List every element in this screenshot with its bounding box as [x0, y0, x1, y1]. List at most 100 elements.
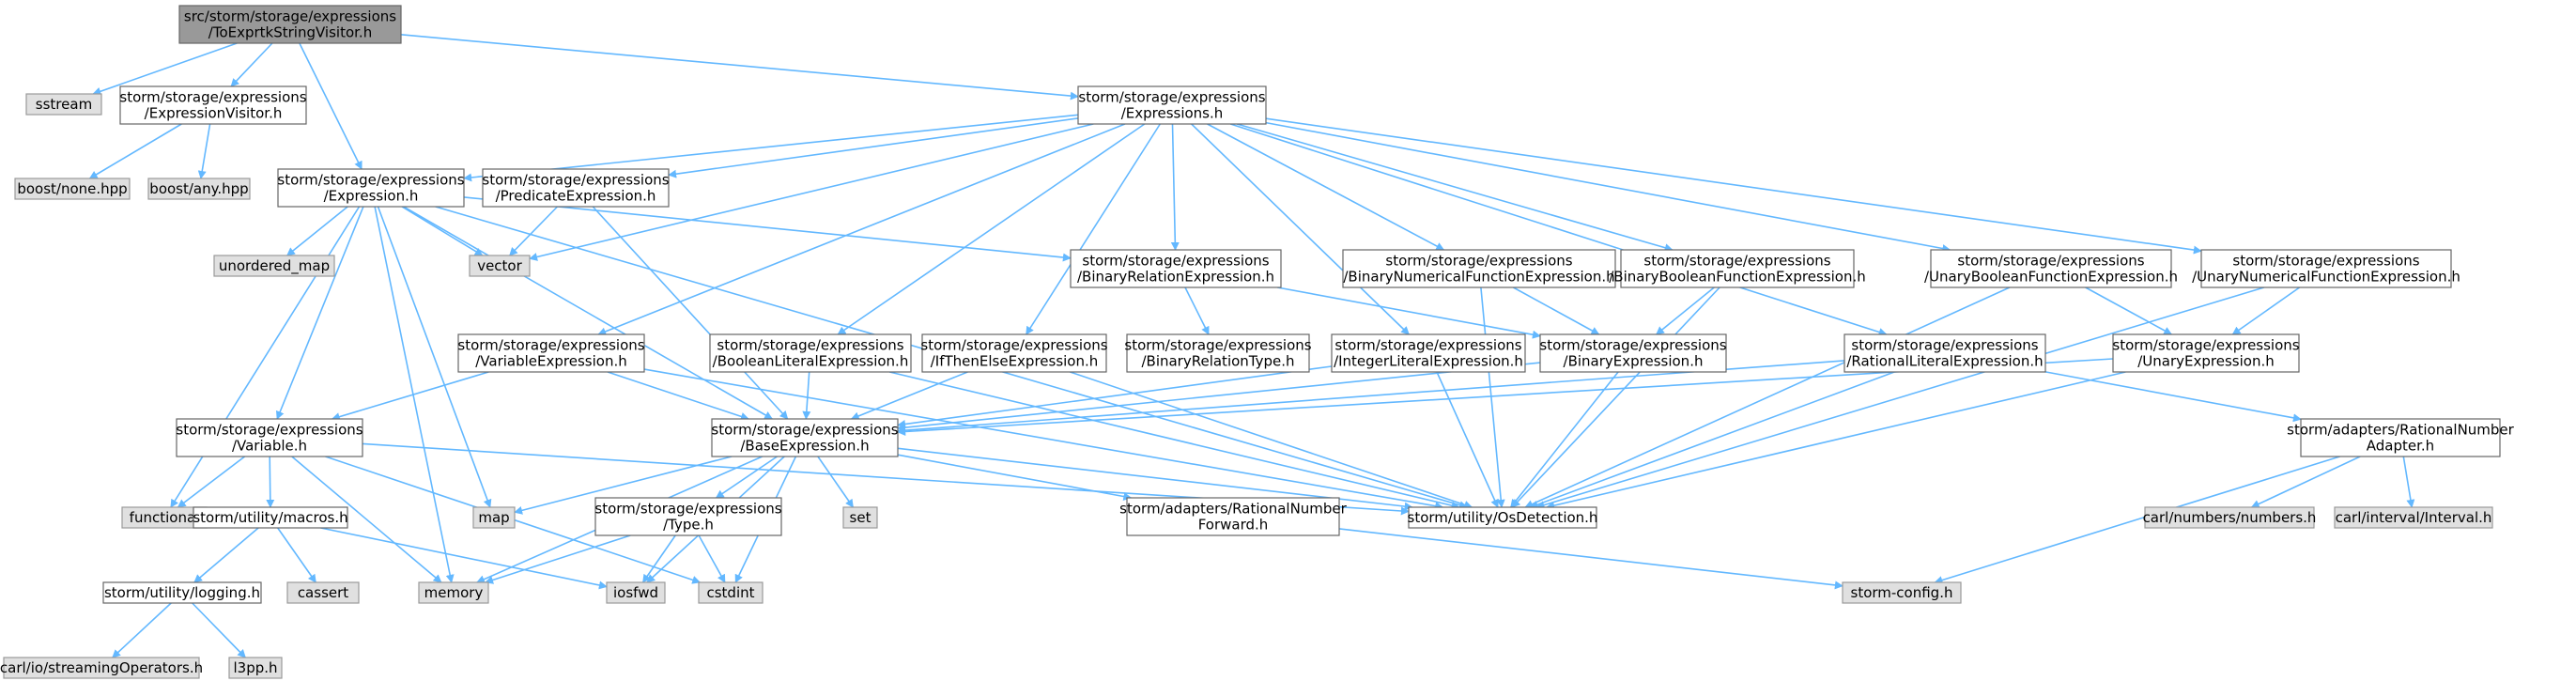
- node-typeh[interactable]: storm/storage/expressions/Type.h: [594, 497, 782, 536]
- node-binbool[interactable]: storm/storage/expressions/BinaryBooleanF…: [1609, 249, 1866, 288]
- node-sstream[interactable]: sstream: [25, 93, 102, 116]
- edge-expression-to-variable: [275, 206, 364, 420]
- node-label: storm/utility/OsDetection.h: [1408, 509, 1598, 526]
- node-functional[interactable]: functional: [121, 506, 208, 529]
- node-box: [277, 168, 465, 208]
- node-label: storm/storage/expressions: [2112, 337, 2299, 354]
- node-label: l3pp.h: [233, 659, 277, 676]
- node-ratlit[interactable]: storm/storage/expressions/RationalLitera…: [1843, 333, 2046, 373]
- node-box: [1620, 249, 1855, 288]
- node-carlinterval[interactable]: carl/interval/Interval.h: [2334, 506, 2493, 529]
- node-label: storm/storage/expressions: [711, 422, 898, 439]
- edge-varexpr-to-baseexpr: [607, 371, 749, 421]
- edge-expressions-to-expression: [463, 114, 1079, 182]
- node-cassert[interactable]: cassert: [286, 581, 360, 604]
- node-label: storm-config.h: [1851, 584, 1953, 601]
- node-root[interactable]: src/storm/storage/expressions/ToExprtkSt…: [178, 5, 402, 44]
- edge-binbool-to-binexpr: [1656, 286, 1715, 335]
- node-baseexpr[interactable]: storm/storage/expressions/BaseExpression…: [711, 418, 899, 457]
- node-box: [921, 333, 1107, 373]
- node-label: /Expression.h: [324, 188, 419, 205]
- node-label: unordered_map: [219, 257, 330, 275]
- node-label: /BinaryExpression.h: [1564, 353, 1704, 370]
- node-box: [1408, 506, 1597, 529]
- node-label: storm/storage/expressions: [1385, 253, 1572, 270]
- edge-expression-to-map: [377, 206, 492, 508]
- node-stormconfig[interactable]: storm-config.h: [1842, 581, 1962, 604]
- node-unbool[interactable]: storm/storage/expressions/UnaryBooleanFu…: [1924, 249, 2178, 288]
- edge-binnum-to-binexpr: [1513, 286, 1600, 335]
- node-iosfwd[interactable]: iosfwd: [606, 581, 666, 604]
- edge-expressions-to-ratlit: [1230, 123, 1888, 336]
- edges-layer: [88, 34, 2415, 658]
- node-expressions[interactable]: storm/storage/expressions/Expressions.h: [1077, 85, 1267, 125]
- node-map[interactable]: map: [472, 506, 516, 529]
- node-box: [102, 581, 262, 604]
- node-memory[interactable]: memory: [418, 581, 489, 604]
- node-box: [1126, 497, 1340, 536]
- node-box: [469, 255, 531, 277]
- node-logging[interactable]: storm/utility/logging.h: [102, 581, 262, 604]
- node-label: /Variable.h: [232, 438, 307, 455]
- node-box: [1331, 333, 1526, 373]
- node-macros[interactable]: storm/utility/macros.h: [193, 506, 348, 529]
- node-unordered_map[interactable]: unordered_map: [213, 255, 335, 277]
- node-box: [119, 85, 307, 125]
- node-predicate[interactable]: storm/storage/expressions/PredicateExpre…: [482, 168, 670, 208]
- node-label: sstream: [36, 96, 92, 113]
- node-label: storm/storage/expressions: [119, 89, 306, 106]
- node-label: /PredicateExpression.h: [496, 188, 656, 205]
- node-label: storm/storage/expressions: [1957, 253, 2144, 270]
- node-box: [2112, 333, 2300, 373]
- edge-boollit-to-baseexpr: [802, 371, 811, 420]
- node-binnum[interactable]: storm/storage/expressions/BinaryNumerica…: [1342, 249, 1616, 288]
- edge-expressions-to-unnum: [1265, 117, 2202, 255]
- edge-logging-to-carlio: [112, 602, 172, 658]
- node-vector[interactable]: vector: [469, 255, 531, 277]
- node-label: cassert: [298, 584, 348, 601]
- edge-ifthen-to-baseexpr: [850, 371, 968, 421]
- node-label: storm/storage/expressions: [1643, 253, 1830, 270]
- node-boostany[interactable]: boost/any.hpp: [147, 178, 251, 200]
- node-set[interactable]: set: [842, 506, 878, 529]
- node-expression[interactable]: storm/storage/expressions/Expression.h: [277, 168, 465, 208]
- node-boostnone[interactable]: boost/none.hpp: [14, 178, 131, 200]
- node-label: /Type.h: [663, 517, 714, 534]
- node-label: /BooleanLiteralExpression.h: [713, 353, 909, 370]
- node-box: [1843, 333, 2046, 373]
- node-cstdint[interactable]: cstdint: [698, 581, 764, 604]
- node-carlio[interactable]: carl/io/streamingOperators.h: [0, 657, 203, 679]
- node-box: [25, 93, 102, 116]
- node-varexpr[interactable]: storm/storage/expressions/VariableExpres…: [457, 333, 645, 373]
- edge-ratfwd-to-stormconfig: [1338, 528, 1843, 590]
- node-variable[interactable]: storm/storage/expressions/Variable.h: [176, 418, 363, 457]
- node-label: storm/storage/expressions: [1334, 337, 1521, 354]
- node-box: [2300, 418, 2501, 457]
- node-label: storm/adapters/RationalNumber: [1119, 501, 1347, 518]
- node-box: [457, 333, 645, 373]
- edge-typeh-to-memory: [485, 534, 631, 584]
- node-label: memory: [424, 584, 484, 601]
- node-box: [1070, 249, 1282, 288]
- node-osdet[interactable]: storm/utility/OsDetection.h: [1408, 506, 1598, 529]
- edge-baseexpr-to-set: [817, 456, 855, 508]
- node-unnum[interactable]: storm/storage/expressions/UnaryNumerical…: [2192, 249, 2460, 288]
- edge-varexpr-to-osdet: [643, 368, 1444, 511]
- node-binreltype[interactable]: storm/storage/expressions/BinaryRelation…: [1124, 333, 1312, 373]
- edge-binexpr-to-baseexpr: [897, 362, 1541, 432]
- node-l3pp[interactable]: l3pp.h: [228, 657, 283, 679]
- node-carlnumbers[interactable]: carl/numbers/numbers.h: [2143, 506, 2317, 529]
- node-exprvisitor[interactable]: storm/storage/expressions/ExpressionVisi…: [119, 85, 307, 125]
- node-intlit[interactable]: storm/storage/expressions/IntegerLiteral…: [1331, 333, 1526, 373]
- edge-intlit-to-baseexpr: [897, 365, 1333, 428]
- node-ifthen[interactable]: storm/storage/expressions/IfThenElseExpr…: [920, 333, 1108, 373]
- node-boollit[interactable]: storm/storage/expressions/BooleanLiteral…: [709, 333, 912, 373]
- node-unexpr[interactable]: storm/storage/expressions/UnaryExpressio…: [2112, 333, 2300, 373]
- node-binrel[interactable]: storm/storage/expressions/BinaryRelation…: [1070, 249, 1282, 288]
- node-binexpr[interactable]: storm/storage/expressions/BinaryExpressi…: [1539, 333, 1727, 373]
- node-label: storm/storage/expressions: [176, 422, 362, 439]
- edge-baseexpr-to-map: [514, 456, 733, 515]
- node-box: [1342, 249, 1616, 288]
